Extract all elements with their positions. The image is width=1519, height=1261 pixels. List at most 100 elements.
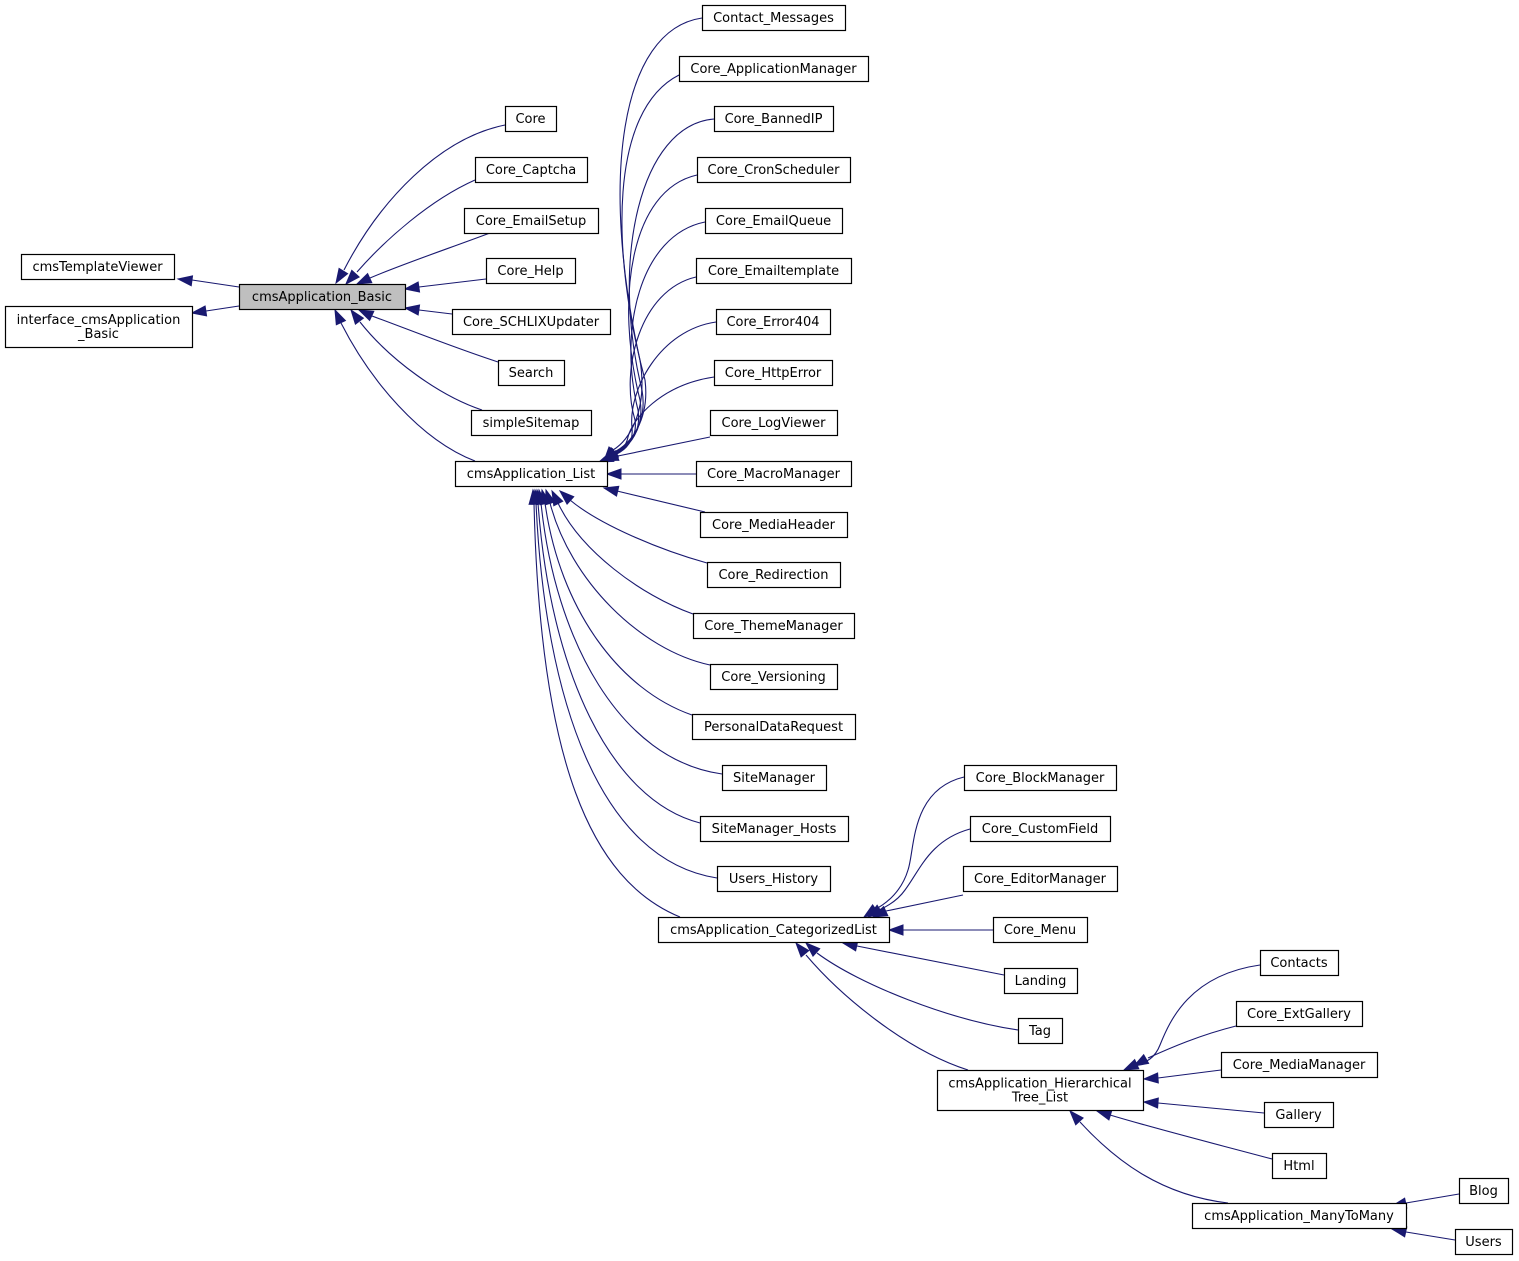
class-node-Tag[interactable]: Tag — [1017, 1017, 1064, 1045]
class-node-Core_Help[interactable]: Core_Help — [485, 257, 577, 285]
class-label: _Basic — [77, 327, 119, 342]
edge-simpleSitemap-to-cmsApplication_Basic — [359, 321, 483, 411]
class-box — [936, 1069, 1145, 1112]
class-node-Core_ExtGallery[interactable]: Core_ExtGallery — [1235, 1000, 1364, 1028]
class-node-PersonalDataRequest[interactable]: PersonalDataRequest — [691, 713, 857, 741]
edge-Core_Emailtemplate-to-cmsApplication_List — [611, 276, 697, 457]
class-box — [691, 713, 857, 741]
edge-Core_MediaHeader-to-cmsApplication_List — [616, 490, 706, 513]
class-node-Users_History[interactable]: Users_History — [716, 865, 832, 893]
edge-SiteManager-to-cmsApplication_List — [540, 502, 723, 775]
class-node-SiteManager[interactable]: SiteManager — [721, 764, 828, 792]
class-label: SiteManager_Hosts — [712, 822, 837, 837]
class-node-Core_BannedIP[interactable]: Core_BannedIP — [713, 105, 835, 133]
arrowhead-Core_SCHLIXUpdater-to-cmsApplication_Basic — [403, 304, 421, 316]
class-label: Core_MediaHeader — [712, 518, 836, 533]
class-node-Core_MediaHeader[interactable]: Core_MediaHeader — [699, 511, 849, 539]
class-node-Core_Captcha[interactable]: Core_Captcha — [474, 156, 589, 184]
class-node-cmsTemplateViewer[interactable]: cmsTemplateViewer — [20, 253, 176, 281]
class-label: Core_Versioning — [721, 670, 826, 685]
class-node-Gallery[interactable]: Gallery — [1263, 1101, 1335, 1129]
class-box — [696, 156, 852, 184]
class-label: cmsApplication_CategorizedList — [670, 923, 877, 938]
class-node-Core_CustomField[interactable]: Core_CustomField — [969, 815, 1112, 843]
edge-Core_Captcha-to-cmsApplication_Basic — [356, 179, 476, 273]
arrowhead-Core_MediaHeader-to-cmsApplication_List — [602, 485, 620, 497]
class-node-cmsApplication_Basic[interactable]: cmsApplication_Basic — [238, 283, 407, 311]
class-node-cmsApplication_List[interactable]: cmsApplication_List — [454, 460, 609, 488]
class-label: Core_EmailQueue — [716, 214, 831, 229]
class-label: Landing — [1015, 974, 1067, 989]
class-box — [992, 916, 1089, 944]
class-label: Contact_Messages — [713, 11, 834, 26]
class-node-Core_HttpError[interactable]: Core_HttpError — [713, 359, 834, 387]
class-node-Core[interactable]: Core — [504, 105, 558, 133]
class-node-Contact_Messages[interactable]: Contact_Messages — [701, 4, 847, 32]
arrowhead-cmsApplication_ManyToMany-to-cmsApplication_HierarchicalTree_List — [1068, 1109, 1084, 1126]
class-node-simpleSitemap[interactable]: simpleSitemap — [470, 409, 593, 437]
arrowhead-Core_Captcha-to-cmsApplication_Basic — [344, 269, 361, 286]
class-node-Core_ApplicationManager[interactable]: Core_ApplicationManager — [678, 55, 870, 83]
class-node-cmsApplication_ManyToMany[interactable]: cmsApplication_ManyToMany — [1191, 1202, 1408, 1230]
class-node-Users[interactable]: Users — [1454, 1228, 1514, 1256]
arrowhead-Core_MacroManager-to-cmsApplication_List — [605, 468, 622, 480]
edge-cmsApplication_CategorizedList-to-cmsApplication_List — [533, 502, 681, 918]
class-box — [1454, 1228, 1514, 1256]
class-node-SiteManager_Hosts[interactable]: SiteManager_Hosts — [699, 815, 850, 843]
class-node-Core_SCHLIXUpdater[interactable]: Core_SCHLIXUpdater — [451, 308, 612, 336]
class-node-cmsApplication_CategorizedList[interactable]: cmsApplication_CategorizedList — [657, 916, 891, 944]
class-node-Core_ThemeManager[interactable]: Core_ThemeManager — [692, 612, 856, 640]
edge-cmsApplication_List-to-cmsApplication_Basic — [340, 322, 476, 462]
class-node-Blog[interactable]: Blog — [1458, 1177, 1510, 1205]
class-label: Users — [1465, 1235, 1502, 1250]
edge-Blog-to-cmsApplication_ManyToMany — [1405, 1193, 1460, 1204]
class-box — [1263, 1101, 1335, 1129]
class-node-interface_cmsApplication_Basic[interactable]: interface_cmsApplication_Basic — [4, 305, 194, 349]
arrowhead-Core_EmailSetup-to-cmsApplication_Basic — [355, 272, 373, 285]
class-label: Core — [515, 112, 545, 127]
class-node-Core_CronScheduler[interactable]: Core_CronScheduler — [696, 156, 852, 184]
class-label: Core_SCHLIXUpdater — [463, 315, 600, 330]
edge-Users_History-to-cmsApplication_List — [535, 502, 718, 879]
class-node-Core_LogViewer[interactable]: Core_LogViewer — [709, 409, 839, 437]
class-label: Core_MediaManager — [1233, 1058, 1366, 1073]
class-node-Core_BlockManager[interactable]: Core_BlockManager — [963, 764, 1118, 792]
class-node-Search[interactable]: Search — [497, 359, 566, 387]
arrowhead-Core_MediaManager-to-cmsApplication_HierarchicalTree_List — [1142, 1072, 1159, 1084]
class-node-Core_EditorManager[interactable]: Core_EditorManager — [962, 865, 1119, 893]
arrowhead-Core_ExtGallery-to-cmsApplication_HierarchicalTree_List — [1132, 1053, 1150, 1067]
edge-Core_Redirection-to-cmsApplication_List — [569, 499, 708, 564]
class-node-Core_MacroManager[interactable]: Core_MacroManager — [695, 460, 853, 488]
arrowhead-Gallery-to-cmsApplication_HierarchicalTree_List — [1142, 1097, 1159, 1109]
class-node-Core_Error404[interactable]: Core_Error404 — [715, 308, 832, 336]
arrowhead-cmsApplication_Basic-to-cmsTemplateViewer — [176, 275, 194, 287]
class-label: Core_BlockManager — [976, 771, 1105, 786]
class-node-Core_Emailtemplate[interactable]: Core_Emailtemplate — [695, 257, 853, 285]
edge-Core_EmailQueue-to-cmsApplication_List — [612, 221, 706, 456]
arrowhead-cmsApplication_List-to-cmsApplication_Basic — [334, 308, 347, 326]
class-node-Core_Redirection[interactable]: Core_Redirection — [706, 561, 842, 589]
class-label: Tree_List — [1011, 1091, 1068, 1106]
class-box — [715, 308, 832, 336]
class-node-Core_MediaManager[interactable]: Core_MediaManager — [1220, 1051, 1379, 1079]
edge-Core_Error404-to-cmsApplication_List — [610, 321, 717, 458]
class-node-Html[interactable]: Html — [1271, 1152, 1328, 1180]
edge-Core_ThemeManager-to-cmsApplication_List — [557, 502, 694, 615]
class-label: Core_BannedIP — [725, 112, 823, 127]
class-node-Core_EmailQueue[interactable]: Core_EmailQueue — [704, 207, 844, 235]
class-label: Core_ApplicationManager — [690, 62, 857, 77]
class-box — [474, 156, 589, 184]
arrowhead-Core_LogViewer-to-cmsApplication_List — [602, 449, 620, 461]
class-node-Contacts[interactable]: Contacts — [1259, 949, 1340, 977]
class-node-Landing[interactable]: Landing — [1003, 967, 1079, 995]
edge-Core_Versioning-to-cmsApplication_List — [549, 502, 711, 666]
edge-Core_CustomField-to-cmsApplication_CategorizedList — [878, 828, 971, 911]
class-node-Core_Versioning[interactable]: Core_Versioning — [709, 663, 839, 691]
class-node-Core_EmailSetup[interactable]: Core_EmailSetup — [463, 207, 600, 235]
edge-Core_BlockManager-to-cmsApplication_CategorizedList — [873, 776, 965, 911]
class-label: Search — [509, 366, 554, 381]
class-node-Core_Menu[interactable]: Core_Menu — [992, 916, 1089, 944]
class-label: Core_HttpError — [725, 366, 822, 381]
class-label: Blog — [1469, 1184, 1498, 1199]
